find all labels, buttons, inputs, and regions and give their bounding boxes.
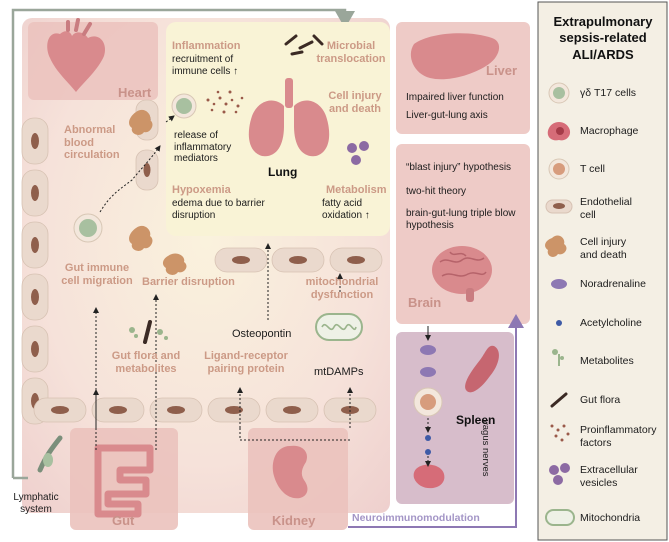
gut-immune-migration-label: Gut immune cell migration (61, 262, 133, 287)
abnormal-circulation-label: Abnormal blood circulation (64, 124, 120, 162)
legend-icons (545, 82, 575, 526)
legend-title: Extrapulmonary sepsis-related ALI/ARDS (553, 14, 653, 62)
fatty-acid-text: fatty acid oxidation ↑ (322, 198, 370, 221)
inflammation-heading: Inflammation (172, 40, 241, 52)
lung-label: Lung (268, 165, 298, 179)
microbial-heading: Microbial translocation (316, 40, 386, 65)
gut-label: Gut (112, 513, 135, 528)
legend-label-gd-t17: γδ T17 cells (580, 87, 637, 99)
mtdamps-label: mtDAMPs (314, 366, 364, 378)
cell-injury-heading: Cell injury and death (328, 90, 382, 115)
gut-icon (94, 444, 154, 518)
blast-injury-text: “blast injury” hypothesis (406, 162, 512, 173)
legend-label-proinflammatory: Proinflammatory factors (580, 424, 657, 449)
heart-label: Heart (118, 85, 152, 100)
lung-icon (248, 78, 330, 157)
legend-label-macrophage: Macrophage (580, 125, 639, 137)
brain-label: Brain (408, 295, 442, 310)
hypoxemia-heading: Hypoxemia (172, 184, 231, 196)
legend-label-mitochondria: Mitochondria (580, 512, 641, 524)
metabolism-heading: Metabolism (326, 184, 387, 196)
gut-flora-rods (284, 34, 324, 56)
brain-icon (432, 246, 492, 302)
ligand-receptor-label: Ligand-receptor pairing protein (204, 350, 288, 375)
neuroimmunomodulation-label: Neuroimmunomodulation (352, 512, 480, 524)
lymphatic-path (11, 8, 355, 478)
heart-icon (47, 31, 106, 92)
liver-gut-lung-text: Liver-gut-lung axis (406, 110, 488, 121)
vagus-nerves-label: vagus nerves (480, 420, 491, 477)
legend-label-noradrenaline: Noradrenaline (580, 278, 646, 290)
legend-label-metabolites: Metabolites (580, 355, 634, 367)
triple-blow-text: brain-gut-lung triple blow hypothesis (406, 208, 516, 231)
brain-panel (396, 144, 530, 324)
mitochondrial-dysfunction-label: mitochondrial dysfunction (305, 276, 379, 301)
liver-label: Liver (486, 63, 518, 78)
legend-label-vesicles: Extracellular vesicles (580, 464, 638, 489)
release-text: release of inflammatory mediators (174, 130, 232, 164)
legend-label-acetylcholine: Acetylcholine (580, 317, 642, 329)
legend-label-t-cell: T cell (580, 163, 605, 175)
lymphatic-system-label: Lymphatic system (13, 492, 59, 515)
osteopontin-label: Osteopontin (232, 328, 292, 340)
legend-label-cell-injury: Cell injury and death (580, 236, 627, 261)
barrier-disruption-label: Barrier disruption (142, 276, 235, 288)
kidney-icon (272, 445, 308, 499)
recruitment-text: recruitment of immune cells ↑ (172, 54, 239, 77)
gut-flora-metabolites-label: Gut flora and metabolites (111, 350, 181, 375)
impaired-liver-text: Impaired liver function (406, 92, 504, 103)
two-hit-text: two-hit theory (406, 186, 467, 197)
spleen-icon (465, 345, 499, 393)
edema-text: edema due to barrier disruption (172, 198, 265, 221)
legend-label-endothelial: Endothelial cell (580, 196, 632, 221)
mitochondria-illustration (315, 313, 363, 341)
neuroimmunomodulation-line (348, 314, 524, 528)
liver-icon (410, 33, 500, 80)
kidney-label: Kidney (272, 513, 316, 528)
proinflammatory-dots (206, 90, 244, 114)
spleen-label: Spleen (456, 413, 496, 427)
legend-label-gut-flora: Gut flora (580, 394, 621, 406)
